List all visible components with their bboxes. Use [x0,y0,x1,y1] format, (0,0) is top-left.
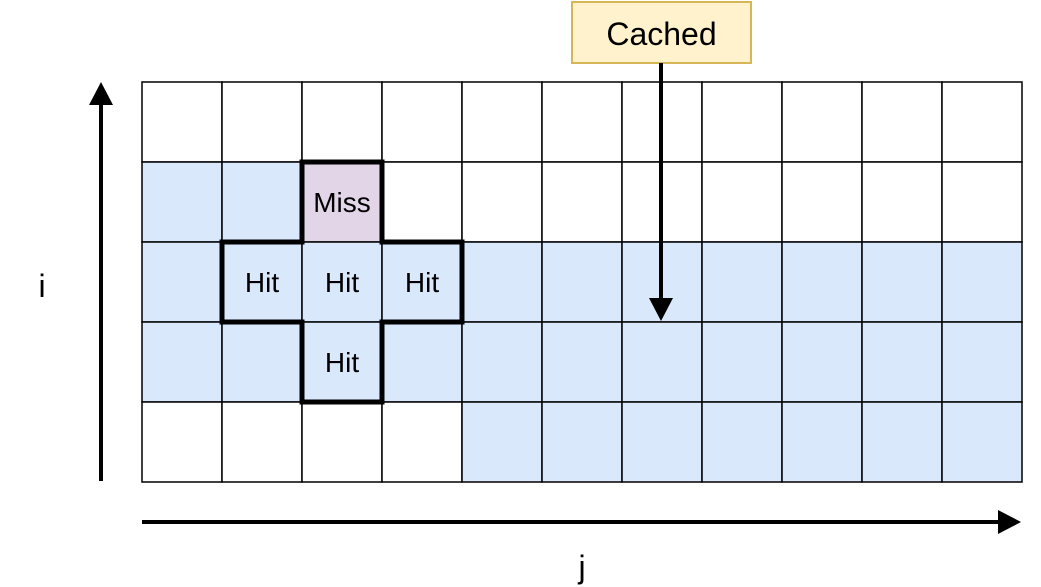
grid-cell-r2-c5 [541,241,623,323]
grid-cell-r3-c5 [541,321,623,403]
miss-cell-label: Miss [313,187,371,218]
grid-cell-r2-c8 [781,241,863,323]
stencil-outline [219,159,465,405]
i-axis [89,82,113,481]
grid-cell-r3-c6 [621,321,703,403]
grid-cell-r3-c8 [781,321,863,403]
grid-cell-r4-c10 [941,401,1023,483]
grid-cell-r4-c7 [701,401,783,483]
hit-cell-label: Hit [325,267,359,298]
hit-cell [301,241,383,323]
grid-cell-r0-c7 [701,81,783,163]
grid-cell-r2-c0 [141,241,223,323]
grid-cell-r3-c10 [941,321,1023,403]
grid-cell-r4-c5 [541,401,623,483]
grid-cell-r2-c9 [861,241,943,323]
grid-cell-r0-c3 [381,81,463,163]
hit-cell [301,321,383,403]
grid-cell-r2-c4 [461,241,543,323]
grid-cell-r1-c9 [861,161,943,243]
grid-cell-r3-c4 [461,321,543,403]
grid-cell-r4-c6 [621,401,703,483]
grid-cell-r0-c0 [141,81,223,163]
grid-cell-r1-c0 [141,161,223,243]
grid-cell-r1-c4 [461,161,543,243]
cached-pointer-arrowhead [649,298,673,321]
grid-cell-r0-c2 [301,81,383,163]
grid-cell-r1-c7 [701,161,783,243]
grid-cell-r3-c0 [141,321,223,403]
i-axis-label: i [38,268,45,304]
grid-cell-r3-c9 [861,321,943,403]
grid-cell-r1-c8 [781,161,863,243]
hit-cell-label: Hit [245,267,279,298]
grid-cell-r4-c3 [381,401,463,483]
grid-cell-r4-c9 [861,401,943,483]
cached-callout-label: Cached [606,16,716,52]
grid-cell-r4-c0 [141,401,223,483]
grid-cell-r2-c10 [941,241,1023,323]
grid-cell-r1-c10 [941,161,1023,243]
grid-cell-r3-c1 [221,321,303,403]
grid-cell-r0-c5 [541,81,623,163]
grid-cell-r4-c4 [461,401,543,483]
grid-cell-r0-c1 [221,81,303,163]
cached-callout: Cached [571,1,752,321]
grid-cell-r1-c3 [381,161,463,243]
grid-cell-r2-c7 [701,241,783,323]
grid-cell-r3-c3 [381,321,463,403]
grid-cell-r4-c8 [781,401,863,483]
j-axis-label: j [577,549,585,585]
grid-cell-r0-c4 [461,81,543,163]
hit-cell-label: Hit [405,267,439,298]
grid-cell-r1-c1 [221,161,303,243]
grid-cell-r4-c2 [301,401,383,483]
grid-cell-r0-c10 [941,81,1023,163]
j-axis [142,510,1021,534]
hit-cell-label: Hit [325,347,359,378]
grid-cell-r0-c8 [781,81,863,163]
grid-cell-r4-c1 [221,401,303,483]
grid-cell-r1-c5 [541,161,623,243]
grid-cell-r0-c9 [861,81,943,163]
grid-cell-r3-c7 [701,321,783,403]
